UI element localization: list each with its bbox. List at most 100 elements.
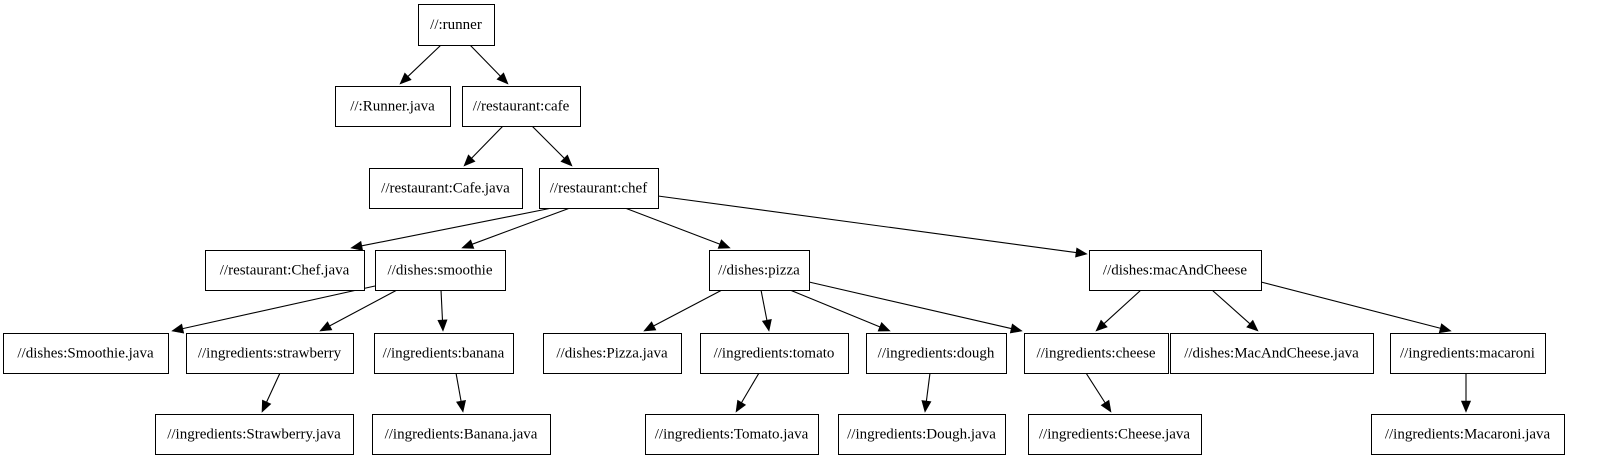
node-label: //ingredients:dough [878,345,995,361]
node-label: //dishes:Pizza.java [556,345,668,361]
node-label: //restaurant:chef [550,180,647,196]
edge-line [789,289,881,328]
graph-edge [463,125,504,167]
graph-node-dishes_smoothie[interactable]: //dishes:smoothie [375,250,506,291]
node-box[interactable] [155,414,354,455]
graph-node-cheese_java[interactable]: //ingredients:Cheese.java [1028,414,1202,455]
node-label: //dishes:macAndCheese [1103,262,1247,278]
node-box[interactable] [645,414,819,455]
edge-arrowhead [1460,400,1472,413]
edge-arrowhead [399,72,412,85]
graph-edge [921,372,932,413]
edge-arrowhead [643,321,657,332]
graph-node-dishes_pizza[interactable]: //dishes:pizza [709,250,810,291]
graph-edge [171,285,376,334]
node-box[interactable] [543,333,682,374]
node-box[interactable] [372,414,551,455]
node-box[interactable] [1170,333,1374,374]
edge-line [471,125,504,159]
graph-node-dishes_macncheese[interactable]: //dishes:macAndCheese [1089,250,1262,291]
node-box[interactable] [335,86,451,127]
graph-node-ing_strawberry[interactable]: //ingredients:strawberry [186,333,354,374]
node-label: //dishes:Smoothie.java [17,345,154,361]
node-box[interactable] [1024,333,1169,374]
node-box[interactable] [418,4,495,46]
edge-arrowhead [350,240,364,251]
node-box[interactable] [1390,333,1546,374]
node-box[interactable] [1089,250,1262,291]
graph-edge [789,289,891,332]
graph-node-ing_dough[interactable]: //ingredients:dough [866,333,1007,374]
node-label: //ingredients:Cheese.java [1039,426,1191,442]
node-label: //ingredients:strawberry [198,345,342,361]
graph-node-chef_java[interactable]: //restaurant:Chef.java [205,250,365,291]
edge-line [1260,281,1441,329]
node-label: //restaurant:Chef.java [220,262,350,278]
edge-line [361,207,553,247]
node-label: //ingredients:Banana.java [385,426,538,442]
node-box[interactable] [375,250,506,291]
graph-edge [531,125,573,167]
node-box[interactable] [700,333,849,374]
graph-edge [461,207,571,249]
graph-node-dough_java[interactable]: //ingredients:Dough.java [838,414,1006,455]
graph-node-smoothie_java[interactable]: //dishes:Smoothie.java [3,333,169,374]
edge-line [925,372,931,402]
edge-arrowhead [1095,319,1108,332]
node-label: //:runner [430,17,482,33]
node-box[interactable] [3,333,169,374]
graph-node-tomato_java[interactable]: //ingredients:Tomato.java [645,414,819,455]
edge-arrowhead [461,239,475,249]
node-label: //dishes:MacAndCheese.java [1184,345,1359,361]
edge-arrowhead [1246,319,1259,332]
node-box[interactable] [205,250,365,291]
graph-node-runner_java[interactable]: //:Runner.java [335,86,451,127]
node-box[interactable] [374,333,514,374]
node-box[interactable] [838,414,1006,455]
node-box[interactable] [709,250,810,291]
graph-node-banana_java[interactable]: //ingredients:Banana.java [372,414,551,455]
graph-node-cafe_java[interactable]: //restaurant:Cafe.java [369,168,523,209]
node-box[interactable] [1028,414,1202,455]
graph-node-macaroni_java[interactable]: //ingredients:Macaroni.java [1371,414,1565,455]
graph-edge [1460,373,1472,413]
edge-line [407,44,442,77]
graph-edge [735,372,760,413]
node-box[interactable] [462,86,581,127]
graph-edge [350,207,553,251]
graph-node-ing_tomato[interactable]: //ingredients:tomato [700,333,849,374]
graph-node-restaurant_cafe[interactable]: //restaurant:cafe [462,86,581,127]
node-label: //ingredients:Tomato.java [655,426,809,442]
edge-line [531,125,565,159]
graph-node-strawberry_java[interactable]: //ingredients:Strawberry.java [155,414,354,455]
edge-line [624,207,720,245]
node-label: //ingredients:macaroni [1400,345,1535,361]
graph-node-ing_macaroni[interactable]: //ingredients:macaroni [1390,333,1546,374]
edge-arrowhead [560,154,573,167]
node-box[interactable] [369,168,523,209]
graph-edge [808,281,1023,334]
graph-edge [624,207,731,249]
graph-node-pizza_java[interactable]: //dishes:Pizza.java [543,333,682,374]
graph-edge [643,289,723,332]
edge-line [1103,289,1142,324]
graph-node-ing_cheese[interactable]: //ingredients:cheese [1024,333,1169,374]
nodes-layer: //:runner //:Runner.java //restaurant:cafe… [3,4,1565,455]
edge-line [760,289,768,321]
node-box[interactable] [186,333,354,374]
node-box[interactable] [539,168,659,209]
graph-edge [455,372,466,413]
graph-edge [1085,372,1112,413]
graph-node-runner[interactable]: //:runner [418,4,495,46]
edge-arrowhead [171,323,185,334]
graph-node-restaurant_chef[interactable]: //restaurant:chef [539,168,659,209]
graph-node-ing_banana[interactable]: //ingredients:banana [374,333,514,374]
node-label: //ingredients:cheese [1036,345,1155,361]
edge-line [1085,372,1106,404]
node-box[interactable] [1371,414,1565,455]
node-box[interactable] [866,333,1007,374]
graph-node-macncheese_java[interactable]: //dishes:MacAndCheese.java [1170,333,1374,374]
edge-arrowhead [319,321,333,332]
edge-arrowhead [437,319,448,332]
